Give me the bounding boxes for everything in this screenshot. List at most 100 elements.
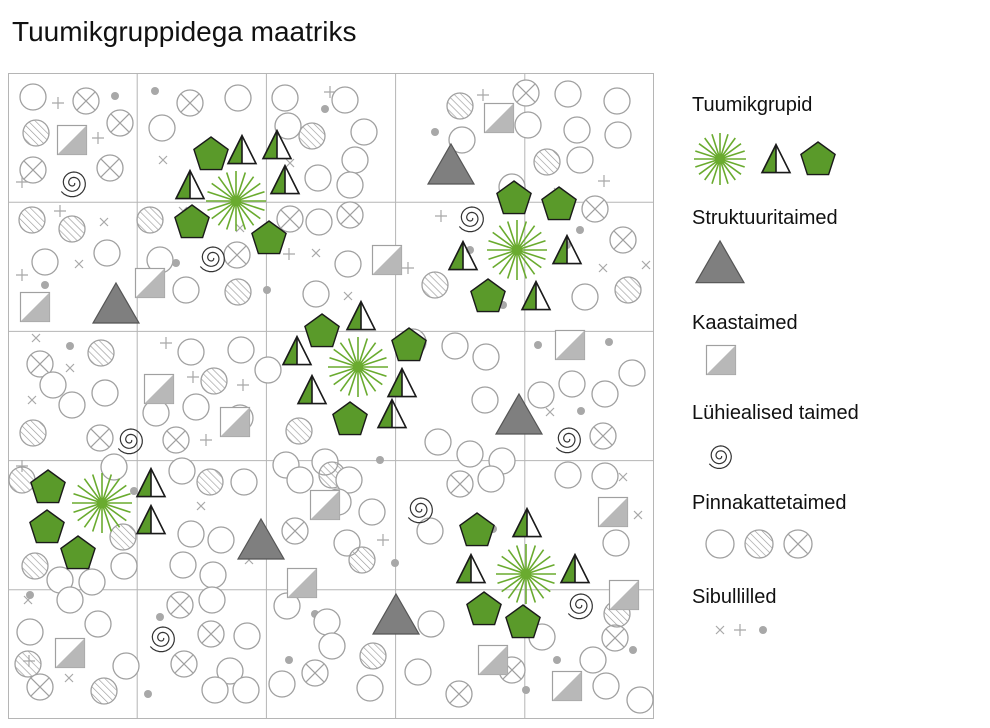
- green-pentagon-icon: [251, 220, 287, 255]
- half-gray-square-icon: [286, 567, 318, 599]
- half-green-triangle-icon: [511, 506, 543, 538]
- open-circle-icon: [603, 87, 631, 115]
- green-pentagon-icon: [800, 141, 836, 176]
- x-mark-icon: [99, 217, 109, 227]
- open-circle-icon: [91, 379, 119, 407]
- crossed-circle-icon: [281, 517, 309, 545]
- open-circle-icon: [563, 116, 591, 144]
- page-title: Tuumikgruppidega maatriks: [12, 16, 357, 47]
- plus-mark-icon: [52, 97, 64, 109]
- x-mark-icon: [158, 155, 168, 165]
- green-burst-icon: [487, 220, 547, 280]
- dot-icon: [553, 656, 561, 664]
- plus-mark-icon: [477, 89, 489, 101]
- open-circle-icon: [558, 370, 586, 398]
- dot-icon: [144, 690, 152, 698]
- crossed-circle-icon: [581, 195, 609, 223]
- open-circle-icon: [216, 657, 244, 685]
- x-mark-icon: [196, 501, 206, 511]
- open-circle-icon: [471, 386, 499, 414]
- crossed-circle-icon: [609, 226, 637, 254]
- dot-icon: [111, 92, 119, 100]
- half-green-triangle-icon: [376, 397, 408, 429]
- dot-icon: [431, 128, 439, 136]
- dot-icon: [41, 281, 49, 289]
- open-circle-icon: [16, 618, 44, 646]
- plus-mark-icon: [237, 379, 249, 391]
- dot-icon: [629, 646, 637, 654]
- green-pentagon-icon: [391, 327, 427, 362]
- open-circle-icon: [334, 250, 362, 278]
- green-pentagon-icon: [304, 313, 340, 348]
- legend-structural-plants-icons: [694, 239, 746, 284]
- matrix-plants: [8, 79, 654, 714]
- legend-core-groups-icons: [694, 133, 836, 185]
- green-burst-icon: [694, 133, 746, 185]
- half-gray-square-icon: [219, 406, 251, 438]
- spiral-icon: [117, 428, 143, 455]
- crossed-circle-icon: [601, 624, 629, 652]
- hatched-circle-icon: [58, 215, 86, 243]
- open-circle-icon: [417, 610, 445, 638]
- half-green-triangle-icon: [447, 239, 479, 271]
- open-circle-icon: [172, 276, 200, 304]
- x-mark-icon: [545, 407, 555, 417]
- open-circle-icon: [169, 551, 197, 579]
- open-circle-icon: [477, 465, 505, 493]
- hatched-circle-icon: [8, 466, 36, 494]
- gray-triangle-icon: [91, 281, 141, 324]
- open-circle-icon: [602, 529, 630, 557]
- x-mark-icon: [641, 260, 651, 270]
- half-green-triangle-icon: [281, 334, 313, 366]
- open-circle-icon: [424, 428, 452, 456]
- crossed-circle-icon: [512, 79, 540, 107]
- open-circle-icon: [227, 336, 255, 364]
- crossed-circle-icon: [166, 591, 194, 619]
- plus-mark-icon: [16, 269, 28, 281]
- half-gray-square-icon: [54, 637, 86, 669]
- hatched-circle-icon: [224, 278, 252, 306]
- plus-mark-icon: [402, 262, 414, 274]
- open-circle-icon: [198, 586, 226, 614]
- green-burst-icon: [496, 544, 556, 604]
- gray-triangle-icon: [236, 517, 286, 560]
- half-gray-square-icon: [483, 102, 515, 134]
- x-mark-icon: [23, 595, 33, 605]
- hatched-circle-icon: [285, 417, 313, 445]
- crossed-circle-icon: [223, 241, 251, 269]
- half-gray-square-icon: [608, 579, 640, 611]
- open-circle-icon: [618, 359, 646, 387]
- plus-mark-icon: [435, 210, 447, 222]
- open-circle-icon: [416, 517, 444, 545]
- open-circle-icon: [112, 652, 140, 680]
- open-circle-icon: [177, 520, 205, 548]
- open-circle-icon: [58, 391, 86, 419]
- open-circle-icon: [554, 461, 582, 489]
- open-circle-icon: [404, 658, 432, 686]
- spiral-icon: [708, 445, 732, 469]
- green-pentagon-icon: [193, 136, 229, 171]
- legend-short-lived-plants-label: Lühiealised taimed: [692, 402, 859, 424]
- open-circle-icon: [56, 586, 84, 614]
- green-pentagon-icon: [332, 401, 368, 436]
- open-circle-icon: [302, 280, 330, 308]
- spiral-icon: [60, 171, 86, 198]
- hatched-circle-icon: [22, 119, 50, 147]
- legend-companion-plants-label: Kaastaimed: [692, 312, 798, 334]
- plus-mark-icon: [16, 176, 28, 188]
- half-green-triangle-icon: [760, 142, 792, 174]
- open-circle-icon: [341, 146, 369, 174]
- half-gray-square-icon: [309, 489, 341, 521]
- crossed-circle-icon: [86, 424, 114, 452]
- open-circle-icon: [626, 686, 654, 714]
- half-green-triangle-icon: [520, 279, 552, 311]
- crossed-circle-icon: [197, 620, 225, 648]
- plus-mark-icon: [283, 248, 295, 260]
- open-circle-icon: [268, 670, 296, 698]
- open-circle-icon: [182, 393, 210, 421]
- half-gray-square-icon: [551, 670, 583, 702]
- half-green-triangle-icon: [296, 373, 328, 405]
- x-mark-icon: [235, 223, 245, 233]
- half-green-triangle-icon: [226, 133, 258, 165]
- open-circle-icon: [313, 608, 341, 636]
